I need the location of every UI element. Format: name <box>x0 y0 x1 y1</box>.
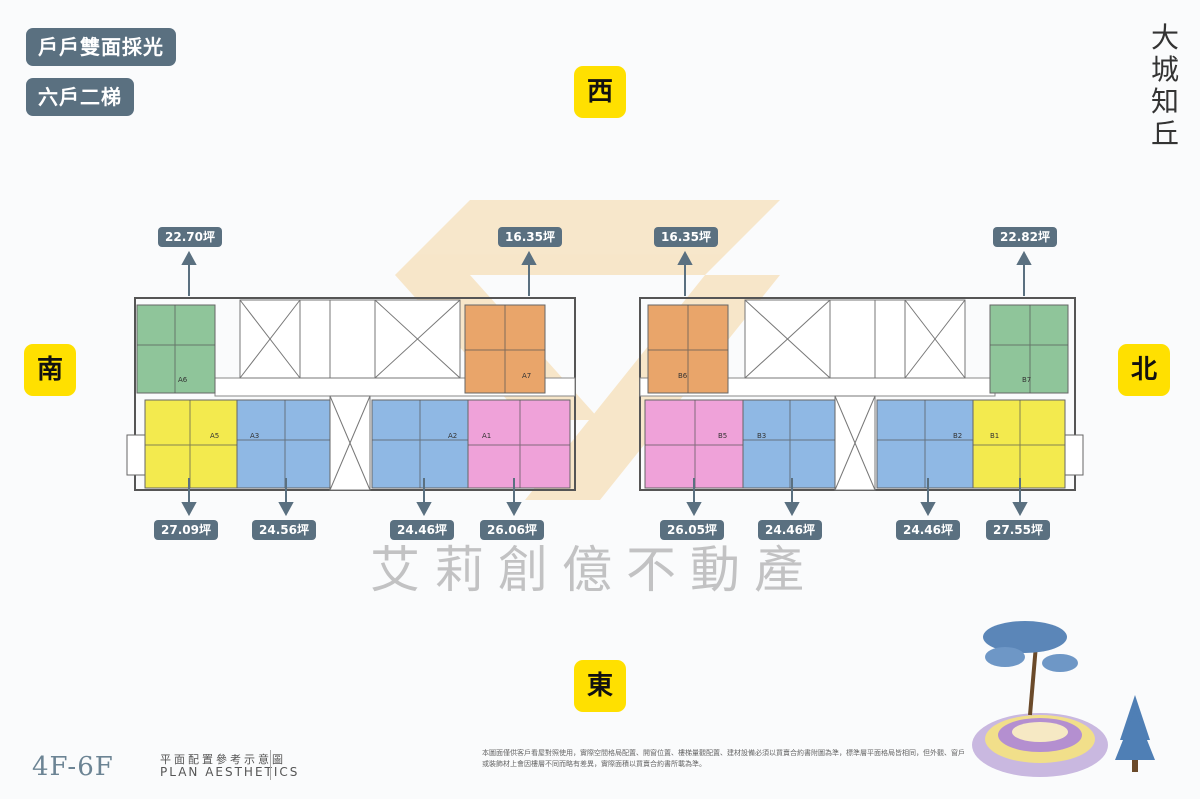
plan-subtitle-en: PLAN AESTHETICS <box>160 765 300 779</box>
direction-north: 北 <box>1118 344 1170 396</box>
brand-char: 知 <box>1150 85 1179 118</box>
badge-six-units-two-elevators: 六戶二梯 <box>26 78 134 116</box>
brand-char: 丘 <box>1150 117 1179 150</box>
unit-a1 <box>467 399 571 489</box>
area-label-a2: 24.46坪 <box>390 520 454 540</box>
unit-a3 <box>236 399 331 489</box>
area-label-a1: 26.06坪 <box>480 520 544 540</box>
area-label-b3: 24.46坪 <box>758 520 822 540</box>
unit-label: B2 <box>953 432 962 440</box>
unit-label: A6 <box>178 376 188 384</box>
unit-b3 <box>742 399 836 489</box>
direction-west: 西 <box>574 66 626 118</box>
unit-label: A7 <box>522 372 531 380</box>
disclaimer-text: 本圖面僅供客戶看屋對照使用，實際空間格局配置、開窗位置、樓梯量觀配置、建材設備必… <box>482 749 965 768</box>
balcony-a5 <box>126 434 146 476</box>
unit-label: A3 <box>250 432 259 440</box>
unit-b1 <box>972 399 1066 489</box>
area-label-b1: 27.55坪 <box>986 520 1050 540</box>
core-elevator-left <box>299 299 331 379</box>
watermark-text: 艾莉創億不動產 <box>370 541 818 599</box>
floor-range-title: 4F-6F <box>32 752 114 782</box>
unit-b5 <box>644 399 744 489</box>
area-label-a6: 22.70坪 <box>158 227 222 247</box>
area-label-b2: 24.46坪 <box>896 520 960 540</box>
badge-dual-lighting: 戶戶雙面採光 <box>26 28 176 66</box>
core-lobby-right <box>829 299 876 379</box>
area-label-b7: 22.82坪 <box>993 227 1057 247</box>
area-label-a3: 24.56坪 <box>252 520 316 540</box>
unit-label: A5 <box>210 432 219 440</box>
decorative-tree-artwork <box>972 621 1155 777</box>
area-label-a7: 16.35坪 <box>498 227 562 247</box>
area-label-b5: 26.05坪 <box>660 520 724 540</box>
unit-label: B7 <box>1022 376 1031 384</box>
plan-subtitle-cn: 平面配置參考示意圖 <box>160 753 286 766</box>
area-label-a5: 27.09坪 <box>154 520 218 540</box>
unit-label: A2 <box>448 432 457 440</box>
area-label-b6: 16.35坪 <box>654 227 718 247</box>
brand-char: 大 <box>1150 21 1179 54</box>
unit-label: B6 <box>678 372 688 380</box>
balcony-b1 <box>1064 434 1084 476</box>
brand-char: 城 <box>1150 53 1179 86</box>
unit-label: A1 <box>482 432 491 440</box>
unit-label: B1 <box>990 432 999 440</box>
tree-trunk-icon <box>1028 644 1038 716</box>
core-elevator-right <box>874 299 906 379</box>
area-arrows <box>181 250 1032 517</box>
unit-label: B5 <box>718 432 727 440</box>
direction-south: 南 <box>24 344 76 396</box>
unit-a6 <box>136 304 216 394</box>
core-lobby-left <box>329 299 376 379</box>
direction-east: 東 <box>574 660 626 712</box>
brand-logo: 大 城 知 丘 <box>1148 22 1182 150</box>
footer-divider <box>270 750 271 780</box>
unit-b7 <box>989 304 1069 394</box>
unit-a5 <box>144 399 238 489</box>
unit-label: B3 <box>757 432 766 440</box>
